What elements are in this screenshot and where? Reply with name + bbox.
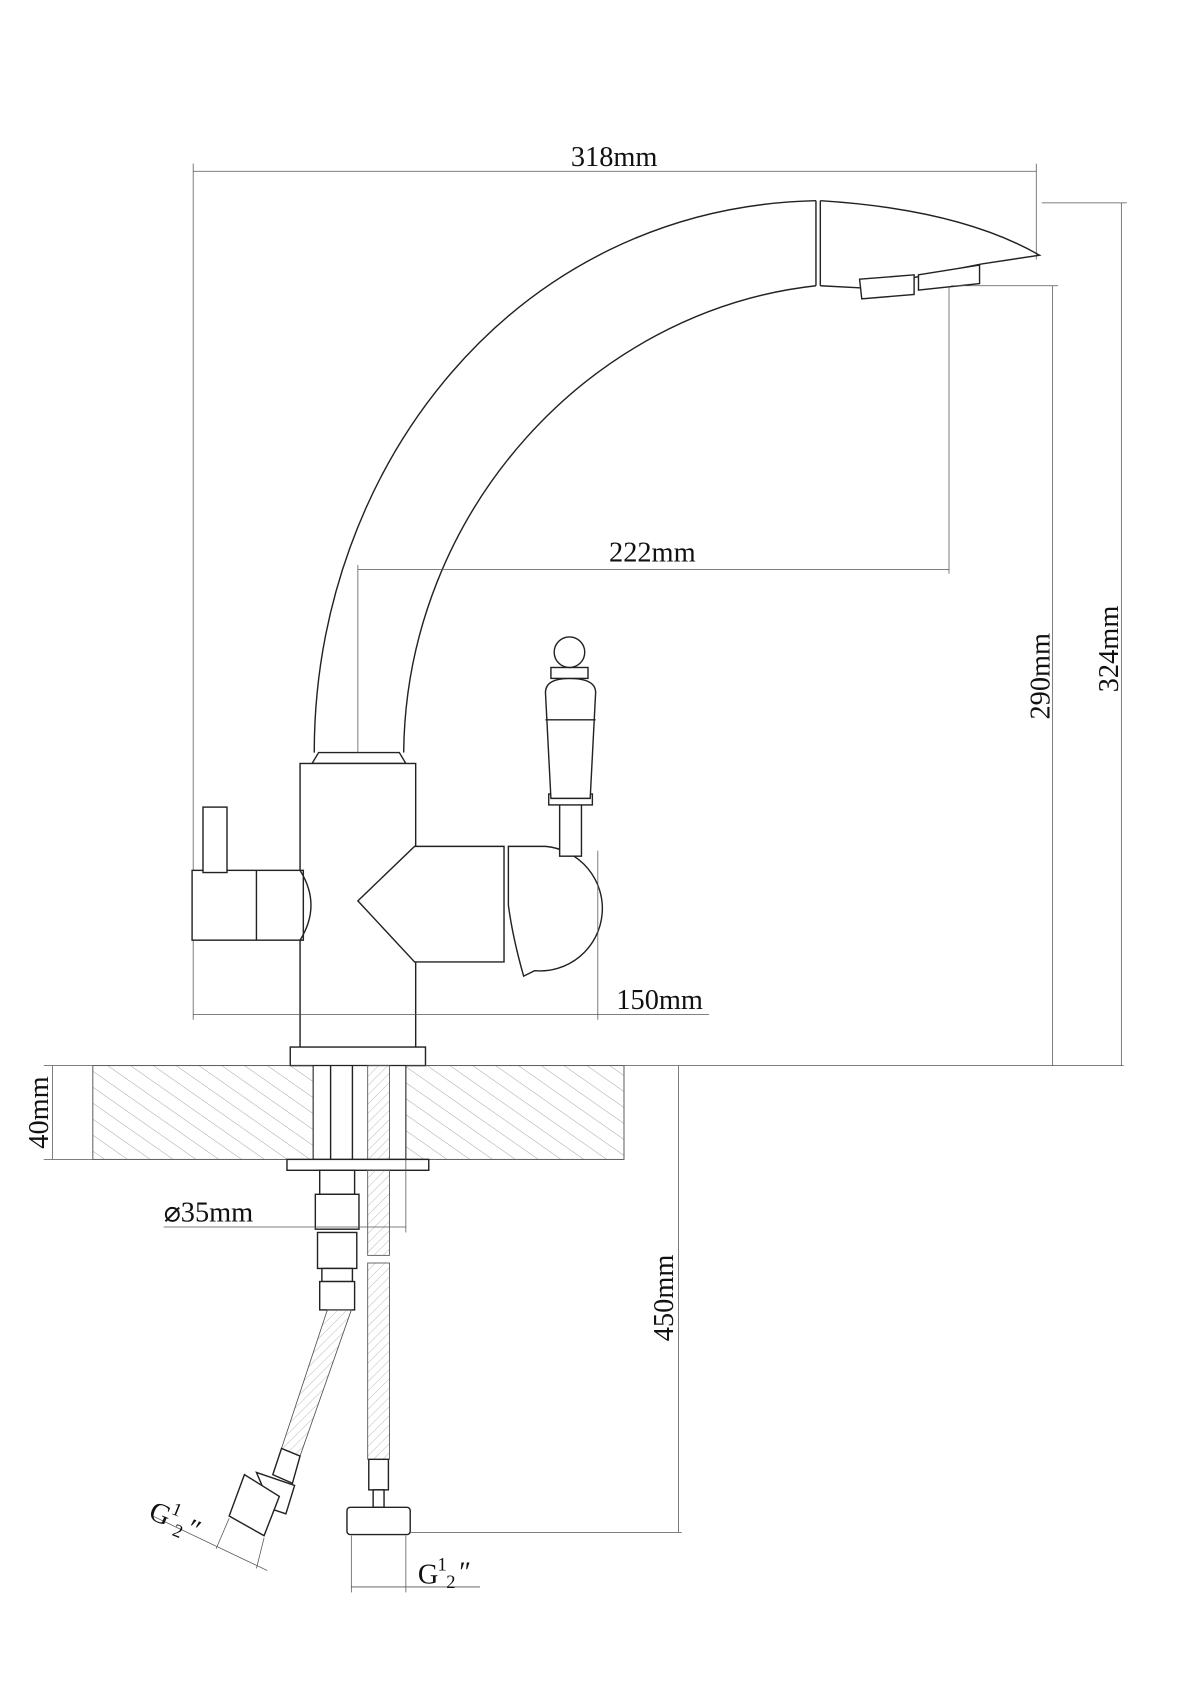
countertop-section: 40mm — [24, 1065, 625, 1160]
spout — [310, 199, 1042, 765]
supply-hoses: ⌀35mm 450mm — [152, 1065, 682, 1593]
svg-text:″: ″ — [459, 1557, 471, 1588]
thread-label-right: G 1 2 ″ — [418, 1555, 471, 1593]
label-450: 450mm — [649, 1255, 680, 1342]
svg-text:2: 2 — [446, 1572, 455, 1593]
left-lever — [202, 806, 228, 874]
handle-stem — [558, 800, 583, 857]
nozzle-left — [858, 274, 915, 300]
dimension-overall-width: 318mm — [192, 142, 1037, 1020]
label-222: 222mm — [609, 538, 696, 569]
faucet-body — [191, 636, 604, 1067]
label-40: 40mm — [24, 1076, 55, 1148]
spout-collar — [310, 751, 408, 765]
dimension-heights: 290mm 324mm — [623, 202, 1127, 1066]
label-318: 318mm — [571, 142, 658, 173]
label-35: ⌀35mm — [164, 1198, 254, 1229]
nozzle-right — [917, 264, 981, 291]
svg-text:1: 1 — [437, 1555, 446, 1576]
label-324: 324mm — [1094, 606, 1125, 693]
label-290: 290mm — [1025, 633, 1056, 720]
base-flange — [289, 1046, 427, 1067]
thread-label-left: G 1 2 ″ — [145, 1496, 205, 1547]
svg-text:G: G — [418, 1560, 438, 1591]
label-150: 150mm — [616, 985, 703, 1016]
right-valve-housing — [356, 845, 505, 963]
ceramic-handle — [544, 677, 597, 800]
right-knob — [507, 845, 604, 978]
left-handle-housing — [191, 869, 305, 941]
dimension-handle-span: 150mm — [193, 850, 710, 1020]
handle-ball — [553, 636, 586, 669]
svg-text:″: ″ — [182, 1514, 205, 1547]
dimension-spout-reach: 222mm — [357, 285, 950, 753]
